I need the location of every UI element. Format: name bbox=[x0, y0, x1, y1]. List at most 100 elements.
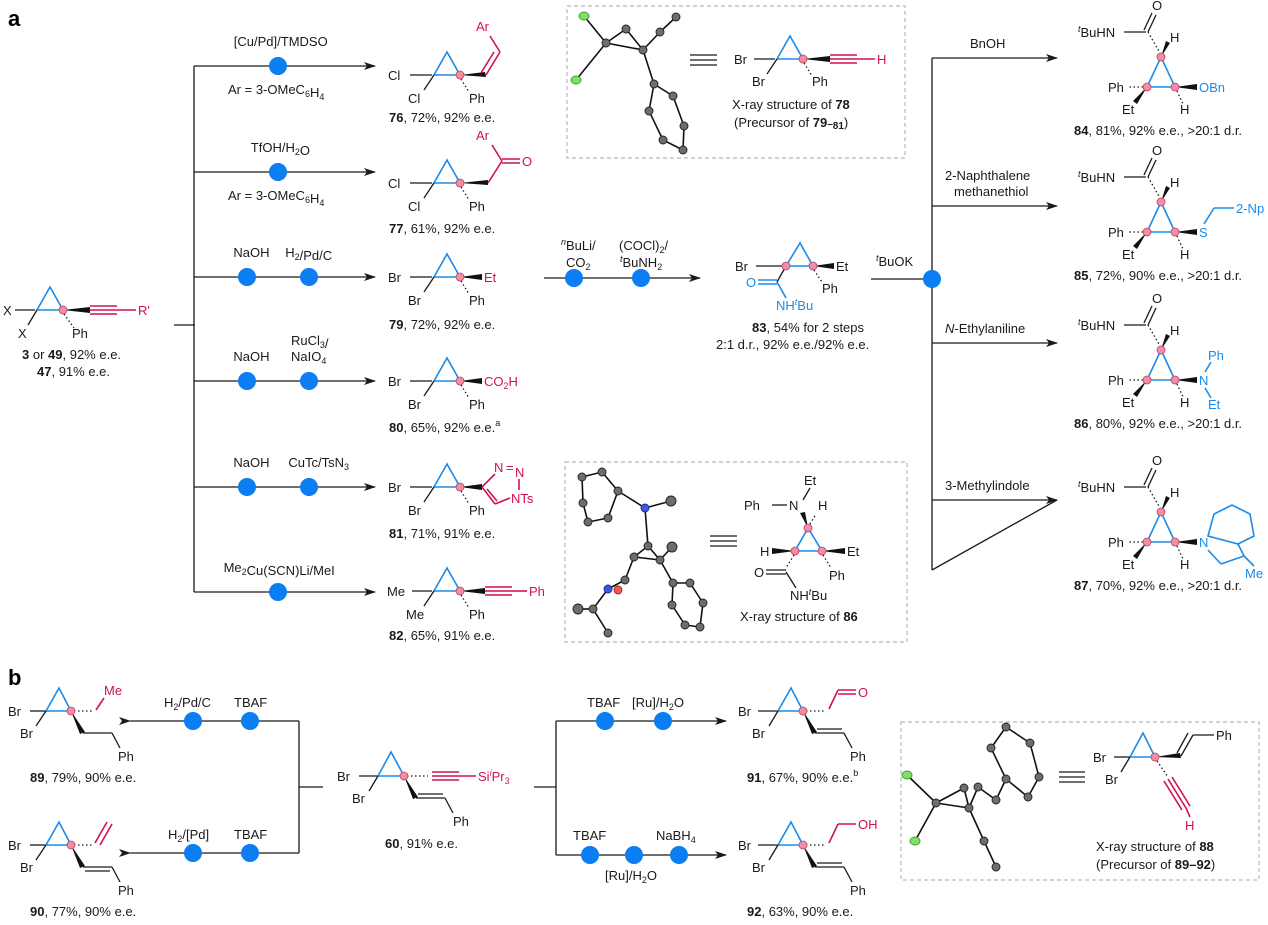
substituent-et: Et bbox=[1122, 557, 1135, 572]
reagent-label: CuTc/TsN3 bbox=[288, 455, 349, 472]
step-dot bbox=[269, 163, 287, 181]
xray-caption-86: X-ray structure of 86 bbox=[740, 609, 858, 624]
substituent-ph: Ph bbox=[118, 883, 134, 898]
product-caption: 90, 77%, 90% e.e. bbox=[30, 904, 136, 919]
substituent-ph: Ph bbox=[1108, 80, 1124, 95]
reagent-nabh4: NaBH4 bbox=[656, 828, 696, 845]
atom-h: H bbox=[1170, 175, 1179, 190]
step-dot bbox=[300, 372, 318, 390]
carbonyl-o: O bbox=[1152, 453, 1162, 468]
product-77: Cl Cl Ph Ar O 77, 61%, 92% e.e. bbox=[388, 128, 532, 236]
alkyne-h: H bbox=[1185, 818, 1194, 833]
product-79: Br Br Ph Et 79, 72%, 92% e.e. bbox=[388, 252, 497, 332]
substituent-si-ipr3: SiiPr3 bbox=[478, 768, 510, 786]
substituent-et: Et bbox=[1122, 247, 1135, 262]
product-92: Br Br OH Ph 92, 63%, 90% e.e. bbox=[738, 817, 878, 919]
atom-s: S bbox=[1199, 225, 1208, 240]
stereocenter-marker bbox=[1156, 507, 1166, 517]
stereocenter-marker bbox=[1142, 375, 1152, 385]
substituent-obn: OBn bbox=[1199, 80, 1225, 95]
substituent-ph: Ph bbox=[118, 749, 134, 764]
step-dot bbox=[632, 269, 650, 287]
step-dot bbox=[581, 846, 599, 864]
starting-material-60: Br Br SiiPr3 Ph 60, 91% e.e. bbox=[337, 750, 510, 851]
substituent-br: Br bbox=[1093, 750, 1107, 765]
panel-label-b: b bbox=[8, 665, 21, 690]
product-89: Br Br Me Ph 89, 79%, 90% e.e. bbox=[8, 683, 136, 785]
product-caption: 80, 65%, 92% e.e.a bbox=[389, 418, 500, 435]
atom-n: N bbox=[1199, 535, 1208, 550]
equivalence-sign bbox=[1059, 771, 1085, 783]
reagent-label: Me2Cu(SCN)Li/MeI bbox=[224, 560, 335, 578]
aldehyde-o: O bbox=[858, 685, 868, 700]
reagent-label: NaOH bbox=[233, 245, 269, 260]
reagent-tbaf: TBAF bbox=[234, 695, 267, 710]
product-caption: 87, 70%, 92% e.e., >20:1 d.r. bbox=[1074, 578, 1242, 593]
reagent-tbunh2: tBuNH2 bbox=[620, 254, 662, 272]
base-branch: tBuOK BnOH 2-Naphthalene methanethiol N-… bbox=[871, 36, 1058, 571]
substituent-br: Br bbox=[8, 838, 22, 853]
reagent-bnoh: BnOH bbox=[970, 36, 1005, 51]
routes-b-right: TBAF [Ru]/H2O TBAF NaBH4 [Ru]/H2O bbox=[534, 695, 727, 885]
alkyne-h: H bbox=[877, 52, 886, 67]
reagent-h2-pd: H2/[Pd] bbox=[168, 827, 209, 844]
step-dot bbox=[300, 268, 318, 286]
product-90: Br Br Ph 90, 77%, 90% e.e. bbox=[8, 820, 136, 919]
amide-tbuhn: tBuHN bbox=[1078, 479, 1115, 495]
substituent-ph: Ph bbox=[469, 293, 485, 308]
product-caption: 85, 72%, 90% e.e., >20:1 d.r. bbox=[1074, 268, 1242, 283]
step-dot bbox=[300, 478, 318, 496]
substituent-br: Br bbox=[388, 270, 402, 285]
product-91: Br Br O Ph 91, 67%, 90% e.e.b bbox=[738, 685, 868, 785]
substituent-et: Et bbox=[1122, 395, 1135, 410]
stereocenter-marker bbox=[1170, 82, 1180, 92]
range-dash: – bbox=[827, 119, 833, 130]
triazole-bond: = bbox=[506, 460, 514, 475]
atom-n: N bbox=[789, 498, 798, 513]
triazole-n: N bbox=[515, 465, 524, 480]
substituent-br: Br bbox=[752, 860, 766, 875]
product-caption: 76, 72%, 92% e.e. bbox=[389, 110, 495, 125]
product-caption: 79, 72%, 92% e.e. bbox=[389, 317, 495, 332]
step-dot bbox=[241, 844, 259, 862]
ortep-88 bbox=[901, 722, 1044, 872]
step-dot bbox=[625, 846, 643, 864]
atom-h: H bbox=[1180, 557, 1189, 572]
step-dot bbox=[670, 846, 688, 864]
substituent-me: Me bbox=[406, 607, 424, 622]
atom-h: H bbox=[1170, 485, 1179, 500]
start-caption-2: 47, 91% e.e. bbox=[37, 364, 110, 379]
step-dot bbox=[269, 57, 287, 75]
product-83: Br Et Ph O NHtBu 83, 54% for 2 steps 2:1… bbox=[716, 241, 869, 352]
substituent-2-np: 2-Np bbox=[1236, 201, 1264, 216]
substituent-br: Br bbox=[408, 503, 422, 518]
substituent-br: Br bbox=[735, 259, 749, 274]
atom-n: N bbox=[1199, 373, 1208, 388]
substituent-ph: Ph bbox=[469, 607, 485, 622]
substituent-br: Br bbox=[738, 838, 752, 853]
product-caption-60: 60, 91% e.e. bbox=[385, 836, 458, 851]
substituent-ph: Ph bbox=[850, 883, 866, 898]
substituent-me: Me bbox=[104, 683, 122, 698]
substituent-br: Br bbox=[1105, 772, 1119, 787]
substituent-br: Br bbox=[408, 397, 422, 412]
route-82: Me2Cu(SCN)Li/MeI bbox=[194, 560, 376, 601]
reagent-n-ethylaniline: N-Ethylaniline bbox=[945, 321, 1025, 336]
reagent-label: NaIO4 bbox=[291, 349, 326, 366]
reagent-ru-h2o: [Ru]/H2O bbox=[632, 695, 684, 712]
substituent-br: Br bbox=[388, 374, 402, 389]
triazole-n: N bbox=[494, 460, 503, 475]
substituent-ph: Ph bbox=[453, 814, 469, 829]
product-caption: 86, 80%, 92% e.e., >20:1 d.r. bbox=[1074, 416, 1242, 431]
atom-h: H bbox=[818, 498, 827, 513]
substituent-br: Br bbox=[337, 769, 351, 784]
substituent-br: Br bbox=[752, 726, 766, 741]
substituent-et: Et bbox=[1122, 102, 1135, 117]
substituent-cl: Cl bbox=[408, 199, 420, 214]
step-dot bbox=[184, 844, 202, 862]
stereocenter-marker bbox=[1170, 375, 1180, 385]
